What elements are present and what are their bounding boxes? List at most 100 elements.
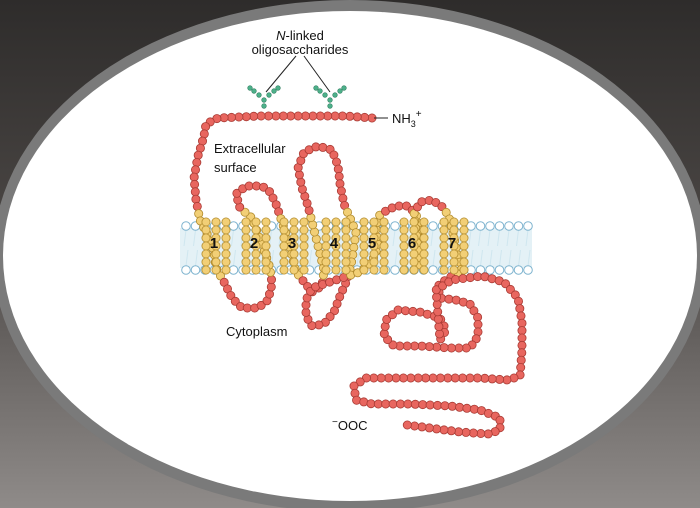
helix-residue	[221, 249, 231, 259]
lipid-head	[190, 265, 201, 275]
chain-residue	[337, 111, 347, 121]
helix-residue	[419, 225, 429, 235]
sugar-unit	[317, 88, 323, 94]
lipid-head	[485, 265, 495, 275]
sugar-unit	[261, 97, 267, 103]
chain-residue	[421, 373, 431, 383]
helix-residue	[459, 233, 469, 243]
chain-residue	[433, 307, 443, 317]
helix-residue	[459, 241, 469, 251]
helix-residue	[399, 265, 409, 275]
chain-residue	[402, 341, 412, 351]
helix-number-1: 1	[210, 235, 218, 252]
helix-residue	[349, 242, 359, 252]
helix-residue	[321, 265, 331, 275]
helix-residue	[241, 257, 251, 267]
helix-residue	[379, 217, 389, 227]
helix-residue	[241, 225, 251, 235]
helix-residue	[251, 265, 261, 275]
helix-residue	[221, 217, 231, 227]
helix-residue	[331, 225, 341, 235]
helix-residue	[369, 265, 379, 275]
chain-residue	[249, 111, 259, 121]
helix-residue	[341, 265, 351, 275]
chain-residue	[335, 179, 345, 189]
chain-residue	[308, 111, 318, 121]
chain-residue	[297, 184, 307, 194]
chain-residue	[234, 112, 244, 122]
helix-residue	[341, 217, 351, 227]
helix-number-4: 4	[330, 235, 339, 252]
chain-residue	[301, 307, 311, 317]
chain-residue	[469, 404, 479, 414]
chain-residue	[465, 273, 475, 283]
helix-residue	[299, 265, 309, 275]
helix-residue	[221, 257, 231, 267]
chain-residue	[458, 373, 468, 383]
helix-residue	[449, 225, 459, 235]
helix-residue	[261, 265, 271, 275]
helix-residue	[419, 241, 429, 251]
helix-residue	[359, 217, 369, 227]
chain-residue	[516, 311, 526, 321]
helix-residue	[211, 225, 221, 235]
lipid-tail	[250, 229, 253, 247]
extracellular-label-line1: Extracellular	[214, 141, 286, 156]
chain-residue	[446, 343, 456, 353]
chain-residue	[345, 111, 355, 121]
chain-residue	[461, 427, 471, 437]
chain-residue	[232, 188, 242, 198]
polypeptide-chain	[189, 111, 527, 439]
chain-residue	[434, 322, 444, 332]
helix-residue	[331, 265, 341, 275]
helix-residue	[419, 217, 429, 227]
lipid-tail	[356, 249, 360, 267]
chain-residue	[336, 186, 346, 196]
chain-residue	[432, 424, 442, 434]
lipid-tail	[231, 229, 234, 247]
chain-residue	[454, 427, 464, 437]
helix-residue	[379, 225, 389, 235]
lipid-tail	[470, 249, 474, 267]
sugar-unit	[275, 85, 281, 91]
glycan-label-line1: N-linked	[276, 28, 324, 43]
chain-residue	[266, 275, 276, 285]
helix-number-5: 5	[368, 235, 376, 252]
chain-residue	[472, 373, 482, 383]
sugar-unit	[266, 92, 272, 98]
helix-number-7: 7	[448, 235, 456, 252]
chain-residue	[424, 342, 434, 352]
chain-residue	[201, 122, 211, 132]
lipid-head	[466, 221, 476, 231]
lipid-head	[494, 221, 505, 231]
helix-residue	[341, 257, 351, 267]
chain-residue	[244, 181, 254, 191]
chain-residue	[446, 426, 456, 436]
helix-residue	[369, 225, 379, 235]
chain-residue	[355, 377, 365, 387]
chain-residue	[514, 296, 524, 306]
helix-residue	[399, 257, 409, 267]
chain-residue	[190, 165, 200, 175]
helix-residue	[359, 225, 369, 235]
chain-residue	[330, 111, 340, 121]
helix-residue	[409, 225, 419, 235]
helix-residue	[321, 217, 331, 227]
lipid-head	[513, 265, 524, 275]
lipid-tail	[309, 249, 312, 267]
helix-residue	[289, 217, 299, 227]
helix-residue	[251, 217, 261, 227]
helix-residue	[221, 265, 231, 275]
helix-residue	[211, 265, 221, 275]
chain-residue	[256, 300, 266, 310]
chain-residue	[241, 112, 251, 122]
lipid-tail	[478, 229, 481, 247]
helix-residue	[459, 257, 469, 267]
lipid-tail	[506, 229, 510, 247]
helix-residue	[299, 217, 309, 227]
chain-residue	[391, 373, 401, 383]
chain-residue	[417, 422, 427, 432]
lipid-tail	[527, 249, 531, 267]
chain-residue	[329, 306, 339, 316]
